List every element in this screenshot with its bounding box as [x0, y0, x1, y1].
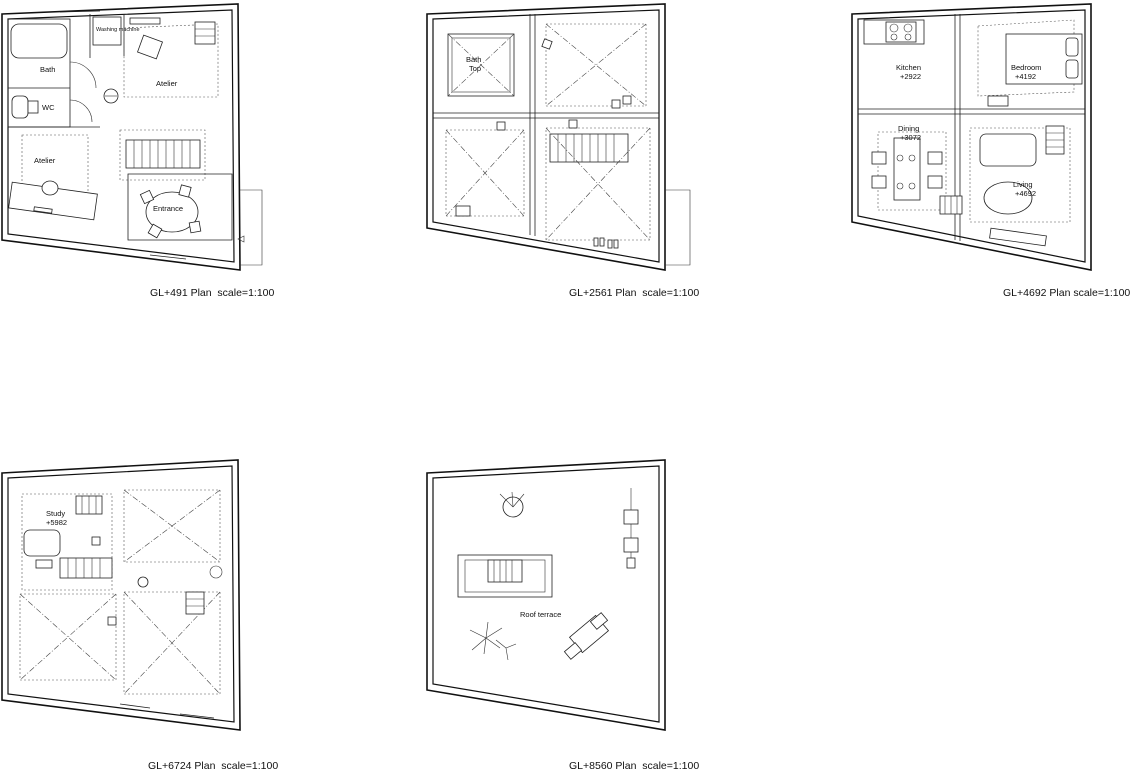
- plant: [209, 565, 223, 579]
- dining-table: [893, 137, 921, 201]
- label-kitchen: Kitchen: [896, 63, 921, 72]
- label-roof-terrace: Roof terrace: [520, 610, 561, 619]
- plan-gl6724: [1, 459, 241, 731]
- plan-gl491: [1, 3, 263, 271]
- sofa: [979, 133, 1037, 167]
- label-study: Study: [46, 509, 65, 518]
- door-swing: [69, 61, 97, 89]
- void-top-right: [545, 23, 647, 107]
- label-study-level: +5982: [46, 518, 67, 527]
- atelier-left-area: [21, 134, 89, 201]
- plan-gl491-inner-wall: [7, 9, 235, 263]
- label-dining: Dining: [898, 124, 919, 133]
- bedroom-area: [977, 19, 1075, 97]
- void-bottom-left: [19, 593, 117, 681]
- column: [137, 576, 149, 588]
- caption-gl2561: GL+2561 Plan scale=1:100: [569, 287, 699, 299]
- stairs: [59, 557, 113, 579]
- stair-house: [457, 554, 553, 598]
- bathtub: [10, 23, 68, 59]
- plan-gl2561: [426, 3, 691, 271]
- label-wc: WC: [42, 103, 55, 112]
- washing-machine: [92, 16, 122, 46]
- caption-gl8560: GL+8560 Plan scale=1:100: [569, 760, 699, 772]
- stairs: [125, 139, 201, 169]
- room-labels: Bath WC Atelier Atelier Entrance Washing…: [34, 27, 1041, 619]
- label-kitchen-level: +2922: [900, 72, 921, 81]
- label-bath-top-2: Top: [469, 64, 481, 73]
- plan-gl491-outer-wall: [1, 3, 241, 271]
- label-bedroom-level: +4192: [1015, 72, 1036, 81]
- chair: [137, 34, 163, 60]
- plan-gl4692: [851, 3, 1092, 271]
- label-atelier-left: Atelier: [34, 156, 56, 165]
- living-rug: [983, 181, 1033, 215]
- toilet: [11, 95, 29, 119]
- kitchen-counter: [863, 19, 925, 45]
- living-area: [969, 127, 1071, 223]
- label-dining-level: +3072: [900, 133, 921, 142]
- bath-top: [447, 33, 515, 97]
- atelier-area: [123, 23, 219, 98]
- plan-gl8560-outer-wall: [426, 459, 666, 731]
- label-living-level: +4692: [1015, 189, 1036, 198]
- study-area: [21, 493, 113, 591]
- object: [541, 38, 553, 50]
- stove: [885, 21, 917, 43]
- label-atelier-top: Atelier: [156, 79, 178, 88]
- palm-plant: [469, 621, 517, 661]
- void-bottom-left: [445, 129, 525, 217]
- label-bath-top-1: Bath: [466, 55, 481, 64]
- caption-gl491: GL+491 Plan scale=1:100: [150, 287, 275, 299]
- stairs: [549, 133, 629, 163]
- study-desk: [23, 529, 61, 557]
- caption-gl6724: GL+6724 Plan scale=1:100: [148, 760, 278, 772]
- void-top-right: [123, 489, 221, 563]
- plan-gl4692-outer-wall: [851, 3, 1092, 271]
- entrance-area: [127, 173, 233, 241]
- label-washing: Washing machine: [96, 27, 140, 33]
- label-bedroom: Bedroom: [1011, 63, 1041, 72]
- plan-gl2561-outer-wall: [426, 3, 666, 271]
- plan-gl6724-outer-wall: [1, 459, 241, 731]
- rack: [455, 205, 471, 217]
- label-bath: Bath: [40, 65, 55, 74]
- label-entrance: Entrance: [153, 204, 183, 213]
- plan-gl8560: [426, 459, 666, 731]
- stairs: [487, 559, 523, 583]
- entrance-table: [145, 191, 199, 233]
- caption-gl4692: GL+4692 Plan scale=1:100: [1003, 287, 1130, 299]
- ladder-2: [185, 591, 205, 615]
- void-bottom-right: [123, 591, 221, 695]
- porch: [240, 189, 263, 266]
- shelf: [194, 21, 216, 45]
- plan-captions: GL+491 Plan scale=1:100 GL+2561 Plan sca…: [148, 287, 1130, 772]
- label-living: Living: [1013, 180, 1033, 189]
- tv-bench: [989, 227, 1047, 247]
